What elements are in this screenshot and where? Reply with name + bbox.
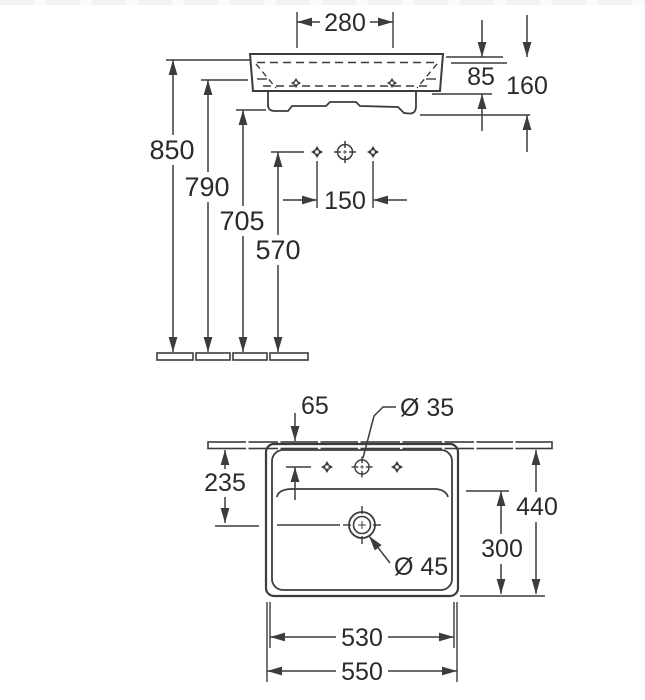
drain-connection-icon xyxy=(333,140,357,164)
dim-label-160: 160 xyxy=(506,72,548,100)
top-view xyxy=(207,441,553,598)
dim-label-850: 850 xyxy=(149,135,194,165)
cropped-edge-artifact xyxy=(0,0,645,5)
dim-label-790: 790 xyxy=(184,172,229,202)
top-view-dimensions: 65 Ø 35 235 440 300 Ø 45 xyxy=(204,392,558,686)
basin-body-outline xyxy=(248,53,445,92)
dim-label-235: 235 xyxy=(204,469,246,497)
tap-hole-right-icon xyxy=(391,461,403,473)
wall-connections xyxy=(311,140,379,164)
dim-label-150: 150 xyxy=(324,187,366,215)
dim-label-570: 570 xyxy=(255,235,300,265)
front-view xyxy=(156,53,445,361)
tap-hole-left-icon xyxy=(321,461,333,473)
dim-label-65: 65 xyxy=(301,392,329,420)
bowl-back-edge xyxy=(276,488,449,498)
dim-label-85: 85 xyxy=(467,63,495,91)
floor-hatch xyxy=(156,352,309,361)
basin-inner-outline xyxy=(271,449,453,591)
wall-hatch xyxy=(207,441,553,450)
dim-label-dia45: Ø 45 xyxy=(394,553,448,581)
dim-label-550: 550 xyxy=(341,658,383,686)
hidden-bowl-edge-left xyxy=(255,63,277,89)
basin-outer-outline xyxy=(264,442,460,598)
dim-label-440: 440 xyxy=(516,493,558,521)
tap-hole-center-icon xyxy=(350,455,374,479)
dim-label-530: 530 xyxy=(341,624,383,652)
hidden-bowl-edge-right xyxy=(416,63,438,89)
front-view-dimensions: 280 85 160 850 790 705 xyxy=(149,9,548,352)
supply-hole-right-icon xyxy=(367,146,379,158)
dim-label-300: 300 xyxy=(481,535,523,563)
dim-label-280: 280 xyxy=(324,9,366,37)
drain-hole-icon xyxy=(343,506,381,544)
dim-label-705: 705 xyxy=(219,206,264,236)
basin-underside-outline xyxy=(267,91,417,115)
dim-label-dia35: Ø 35 xyxy=(400,394,454,422)
tap-holes xyxy=(321,455,403,479)
supply-hole-left-icon xyxy=(311,146,323,158)
